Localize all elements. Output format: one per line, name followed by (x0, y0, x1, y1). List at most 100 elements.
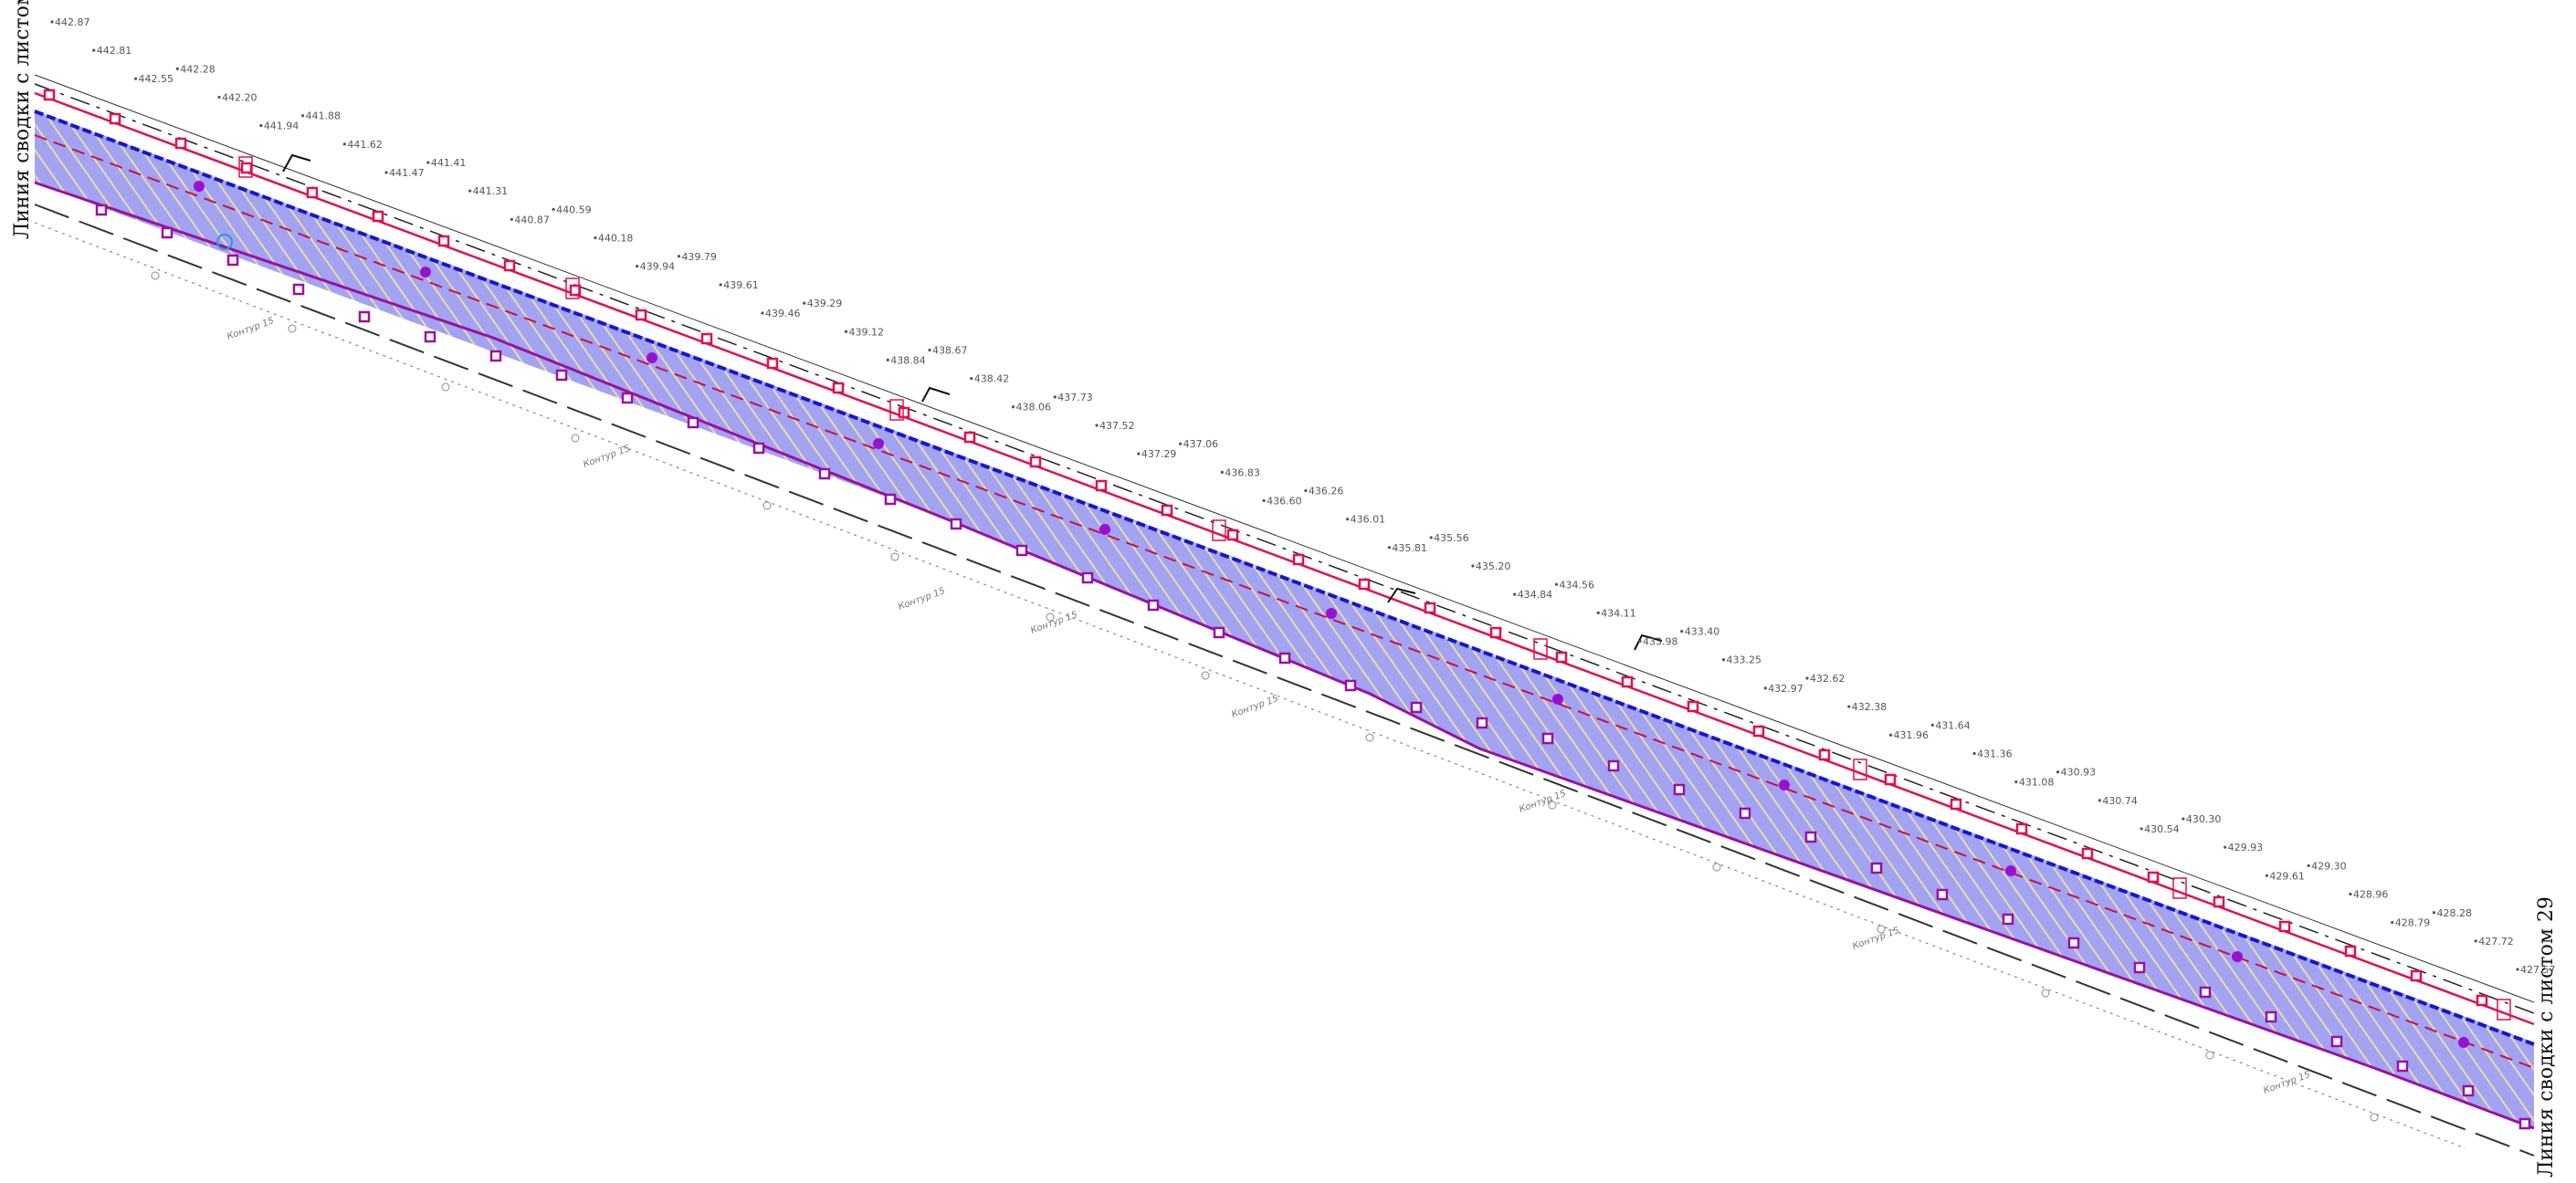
elevation-point (2182, 817, 2185, 821)
elevation-point (886, 358, 889, 361)
elevation-point (2265, 874, 2269, 877)
contour-tag: Контур 15 (1029, 610, 1078, 636)
elevation-point (928, 348, 931, 352)
elevation-label: 442.87 (55, 16, 90, 28)
elevation-label: 441.62 (347, 139, 383, 151)
elevation-point (1387, 546, 1392, 550)
elevation-point (1137, 452, 1141, 455)
elevation-point (1680, 630, 1684, 633)
elevation-label: 439.94 (640, 261, 676, 273)
elevation-point (468, 189, 472, 193)
elevation-point (133, 77, 138, 80)
elevation-labels: 442.87442.81442.55442.28442.20441.94441.… (50, 16, 2556, 976)
contour-tag: Контур 15 (2262, 1070, 2311, 1096)
elevation-point (2391, 921, 2394, 925)
elevation-label: 440.18 (598, 233, 634, 245)
elevation-point (1513, 592, 1517, 596)
elevation-label: 428.79 (2395, 917, 2431, 929)
elevation-label: 434.56 (1559, 579, 1594, 591)
elevation-label: 434.84 (1518, 589, 1553, 601)
elevation-label: 440.87 (514, 214, 550, 225)
elevation-point (2516, 968, 2519, 971)
blue-circle-symbol (216, 234, 233, 250)
elevation-label: 432.38 (1852, 701, 1887, 713)
elevation-point (1721, 658, 1726, 662)
elevation-label: 439.12 (848, 326, 884, 338)
contour-tags: Контур 15 Контур 15 Контур 15 Контур 15 … (226, 316, 2311, 1096)
elevation-point (1346, 518, 1350, 521)
elevation-label: 438.06 (1016, 402, 1052, 414)
elevation-point (677, 255, 681, 258)
elevation-label: 428.28 (2436, 907, 2472, 919)
elevation-label: 433.25 (1727, 654, 1762, 666)
elevation-point (1847, 705, 1851, 708)
elevation-label: 435.81 (1392, 542, 1427, 554)
elevation-label: 432.97 (1768, 683, 1803, 695)
elevation-label: 433.40 (1685, 626, 1720, 638)
elevation-point (803, 301, 806, 305)
elevation-point (300, 114, 305, 118)
elevation-point (92, 48, 96, 52)
lower-dashed-line (34, 204, 2535, 1157)
elevation-label: 441.94 (264, 120, 300, 132)
red-crossing-symbols (238, 156, 2511, 1021)
survey-dots (151, 271, 2379, 1122)
elevation-label: 430.54 (2144, 823, 2180, 835)
elevation-point (552, 207, 555, 212)
elevation-label: 435.56 (1434, 532, 1469, 544)
elevation-label: 431.64 (1935, 719, 1971, 731)
elevation-point (1178, 442, 1183, 445)
access-symbols (282, 153, 1663, 651)
elevation-point (50, 20, 54, 24)
upper-markers (43, 89, 2488, 1007)
elevation-point (2098, 799, 2101, 802)
elevation-label: 427.57 (2520, 964, 2556, 976)
lower-dotted-line (34, 222, 2466, 1149)
elevation-label: 441.47 (389, 167, 425, 179)
elevation-point (2140, 827, 2143, 831)
elevation-point (636, 265, 639, 268)
elevation-label: 441.31 (473, 185, 509, 197)
elevation-label: 442.28 (180, 63, 216, 75)
elevation-point (2014, 780, 2018, 784)
elevation-point (844, 330, 848, 333)
contour-tag: Контур 15 (1851, 926, 1900, 952)
elevation-label: 441.88 (306, 110, 342, 122)
elevation-label: 430.30 (2186, 813, 2222, 825)
contour-tag: Контур 15 (226, 316, 275, 342)
elevation-label: 437.29 (1141, 448, 1177, 460)
elevation-label: 438.67 (932, 344, 968, 356)
elevation-label: 441.41 (431, 157, 467, 169)
elevation-point (342, 142, 346, 146)
contour-tag: Контур 15 (582, 444, 631, 470)
elevation-label: 436.26 (1309, 486, 1344, 497)
elevation-point (1596, 611, 1600, 614)
elevation-label: 430.93 (2061, 767, 2097, 779)
elevation-label: 437.73 (1057, 392, 1093, 403)
contour-tag: Контур 15 (1230, 694, 1279, 720)
elevation-point (1220, 470, 1224, 474)
elevation-label: 439.46 (765, 308, 801, 319)
right-sheet-match-label: Линия сводки с листом 29 (2535, 896, 2558, 1178)
lower-markers (95, 204, 2531, 1130)
elevation-label: 429.30 (2311, 860, 2347, 872)
elevation-label: 427.72 (2478, 936, 2514, 947)
upper-solid-boundary (34, 74, 2535, 1003)
elevation-point (384, 171, 388, 174)
elevation-label: 429.61 (2269, 870, 2305, 882)
elevation-label: 429.93 (2228, 842, 2264, 853)
elevation-point (1554, 582, 1559, 586)
elevation-label: 442.81 (97, 45, 132, 57)
elevation-label: 436.01 (1351, 514, 1386, 526)
elevation-point (719, 283, 722, 287)
elevation-point (2474, 939, 2477, 943)
elevation-point (970, 377, 973, 381)
elevation-point (2224, 845, 2227, 849)
elevation-point (1930, 723, 1934, 727)
red-dashed-centerline (34, 134, 2535, 1069)
contour-tag: Контур 15 (1518, 789, 1567, 815)
elevation-point (2432, 911, 2436, 915)
elevation-label: 439.61 (723, 279, 759, 291)
red-boundary-line (34, 91, 2535, 1026)
